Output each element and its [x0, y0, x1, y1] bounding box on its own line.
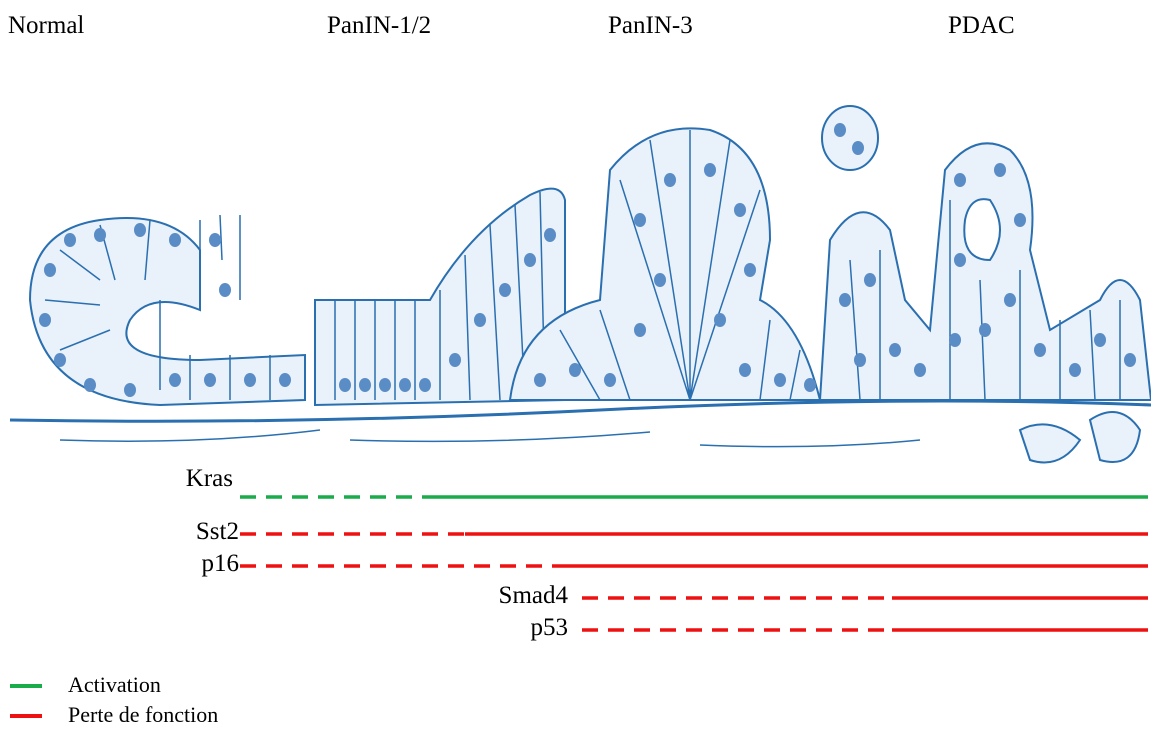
epithelium-drawing: [10, 106, 1151, 463]
pdac-epithelium: [820, 143, 1151, 400]
cell-nucleus: [219, 283, 231, 297]
cell-nucleus: [804, 378, 816, 392]
cell-nucleus: [864, 273, 876, 287]
gene-label-kras: Kras: [186, 465, 233, 493]
cell-nucleus: [664, 173, 676, 187]
cell-nucleus: [739, 363, 751, 377]
gene-label-p16: p16: [202, 550, 240, 578]
cell-nucleus: [852, 141, 864, 155]
cell-nucleus: [169, 233, 181, 247]
cell-nucleus: [704, 163, 716, 177]
cell-nucleus: [1004, 293, 1016, 307]
cell-nucleus: [949, 333, 961, 347]
cell-nucleus: [169, 373, 181, 387]
cell-nucleus: [954, 173, 966, 187]
cell-nucleus: [744, 263, 756, 277]
cell-nucleus: [449, 353, 461, 367]
cell-nucleus: [954, 253, 966, 267]
cell-nucleus: [774, 373, 786, 387]
cell-nucleus: [244, 373, 256, 387]
cell-nucleus: [889, 343, 901, 357]
cell-nucleus: [359, 378, 371, 392]
cell-nucleus: [64, 233, 76, 247]
cell-nucleus: [474, 313, 486, 327]
invading-cell: [1020, 424, 1080, 462]
cell-nucleus: [524, 253, 536, 267]
detached-cell-cluster: [822, 106, 878, 170]
cell-nucleus: [1069, 363, 1081, 377]
cell-nucleus: [124, 383, 136, 397]
cell-nucleus: [419, 378, 431, 392]
cell-nucleus: [994, 163, 1006, 177]
gene-progression-lines: [240, 497, 1148, 630]
cell-nucleus: [1014, 213, 1026, 227]
gene-label-p53: p53: [531, 614, 569, 642]
stroma-fibers: [60, 430, 920, 447]
cell-nucleus: [534, 373, 546, 387]
cell-nucleus: [134, 223, 146, 237]
cell-nucleus: [714, 313, 726, 327]
cell-nucleus: [94, 228, 106, 242]
cell-nucleus: [839, 293, 851, 307]
cell-nucleus: [1094, 333, 1106, 347]
cell-nucleus: [654, 273, 666, 287]
invading-cell: [1090, 412, 1140, 462]
gene-label-smad4: Smad4: [499, 582, 568, 610]
cell-nucleus: [604, 373, 616, 387]
gene-label-sst2: Sst2: [196, 518, 239, 546]
legend-swatches: [10, 686, 42, 716]
cell-nucleus: [834, 123, 846, 137]
cell-nucleus: [499, 283, 511, 297]
cell-nucleus: [339, 378, 351, 392]
cell-nucleus: [1124, 353, 1136, 367]
cell-nucleus: [44, 263, 56, 277]
cell-nucleus: [204, 373, 216, 387]
cell-nucleus: [854, 353, 866, 367]
cell-nucleus: [1034, 343, 1046, 357]
cell-nucleus: [84, 378, 96, 392]
cell-nucleus: [209, 233, 221, 247]
cell-nucleus: [914, 363, 926, 377]
cell-nucleus: [39, 313, 51, 327]
cell-nucleus: [544, 228, 556, 242]
lumen: [964, 199, 1000, 260]
cell-nucleus: [634, 323, 646, 337]
cell-nucleus: [734, 203, 746, 217]
cell-nucleus: [399, 378, 411, 392]
legend-label-activation: Activation: [68, 672, 161, 698]
cell-nucleus: [979, 323, 991, 337]
cell-nucleus: [379, 378, 391, 392]
cell-nucleus: [569, 363, 581, 377]
cell-nucleus: [634, 213, 646, 227]
cell-nucleus: [279, 373, 291, 387]
cell-nucleus: [54, 353, 66, 367]
legend-label-loss-of-function: Perte de fonction: [68, 702, 218, 728]
